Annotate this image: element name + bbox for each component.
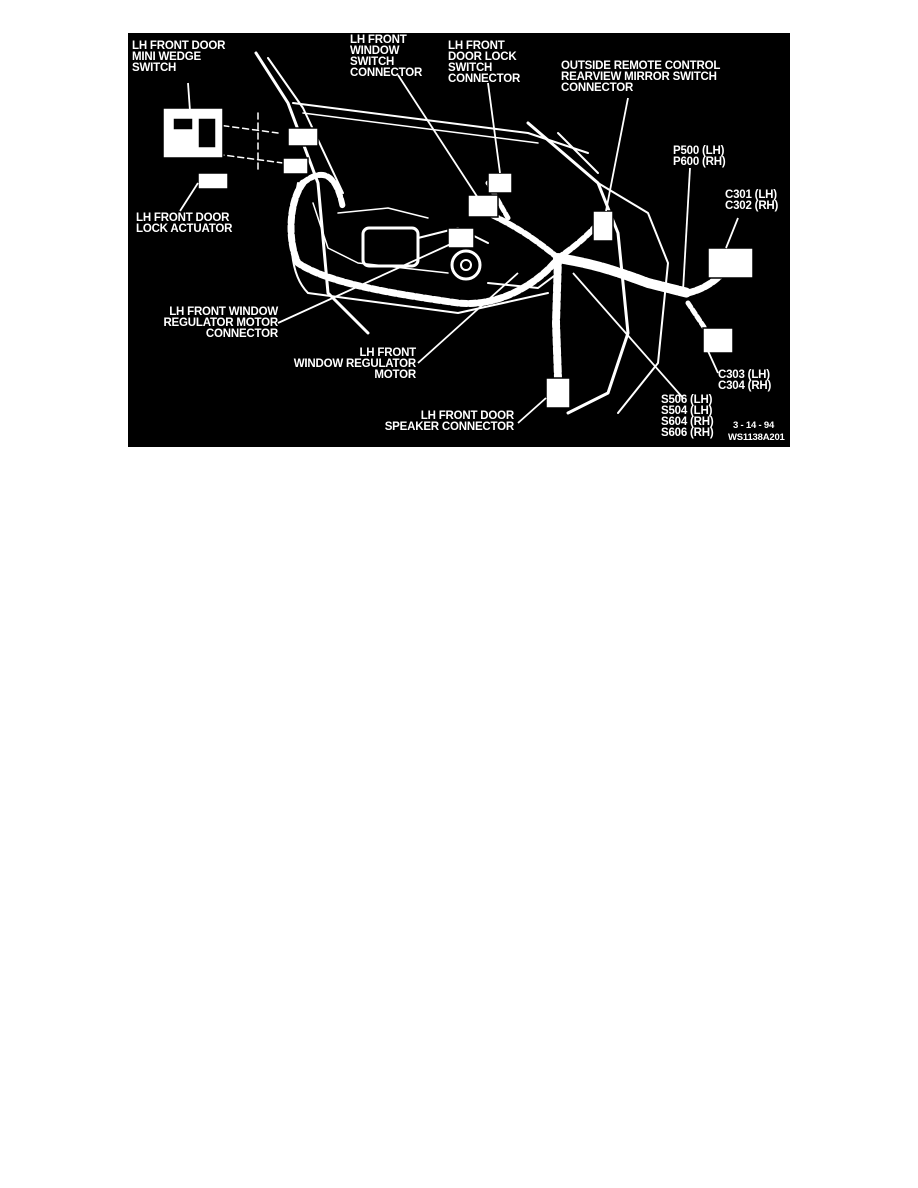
regulator-motor-connector [447, 227, 475, 249]
wiring-diagram: LH FRONT DOOR MINI WEDGE SWITCH LH FRONT… [128, 33, 790, 447]
label-lock-actuator: LH FRONT DOOR LOCK ACTUATOR [136, 212, 233, 235]
date-code: 3 - 14 - 94 [733, 420, 775, 431]
label-regulator-motor: LH FRONT WINDOW REGULATOR MOTOR [293, 347, 416, 381]
regulator-gear [450, 249, 482, 281]
door-illustration [162, 51, 754, 424]
wedge-switch-plug [287, 127, 319, 147]
c303-connector [702, 327, 734, 354]
speaker-connector [545, 377, 571, 409]
label-c301-c302: C301 (LH) C302 (RH) [725, 189, 779, 212]
label-c303-c304: C303 (LH) C304 (RH) [718, 369, 772, 392]
speaker-harness [552, 254, 562, 382]
door-lock-switch-connector [487, 172, 513, 194]
regulator-motor-body [361, 226, 420, 268]
main-harness [287, 179, 562, 307]
figure-id: WS1138A201 [728, 432, 785, 443]
window-switch-connector [467, 194, 499, 218]
label-regulator-motor-connector: LH FRONT WINDOW REGULATOR MOTOR CONNECTO… [163, 306, 278, 340]
c301-connector [707, 247, 754, 279]
mirror-switch-connector [592, 210, 614, 242]
label-p500-p600: P500 (LH) P600 (RH) [673, 145, 726, 168]
window-sill-line [292, 102, 589, 154]
label-window-switch-connector: LH FRONT WINDOW SWITCH CONNECTOR [350, 34, 423, 79]
label-speaker-connector: LH FRONT DOOR SPEAKER CONNECTOR [384, 410, 514, 433]
leader-lines [179, 74, 739, 424]
lock-actuator [197, 172, 229, 190]
actuator-plug [282, 157, 309, 175]
label-splices: S506 (LH) S504 (LH) S604 (RH) S606 (RH) [661, 394, 714, 439]
door-frame-line [254, 51, 370, 335]
label-door-lock-switch-connector: LH FRONT DOOR LOCK SWITCH CONNECTOR [448, 40, 521, 85]
label-mirror-switch-connector: OUTSIDE REMOTE CONTROL REARVIEW MIRROR S… [561, 60, 721, 94]
label-mini-wedge-switch: LH FRONT DOOR MINI WEDGE SWITCH [132, 40, 226, 74]
